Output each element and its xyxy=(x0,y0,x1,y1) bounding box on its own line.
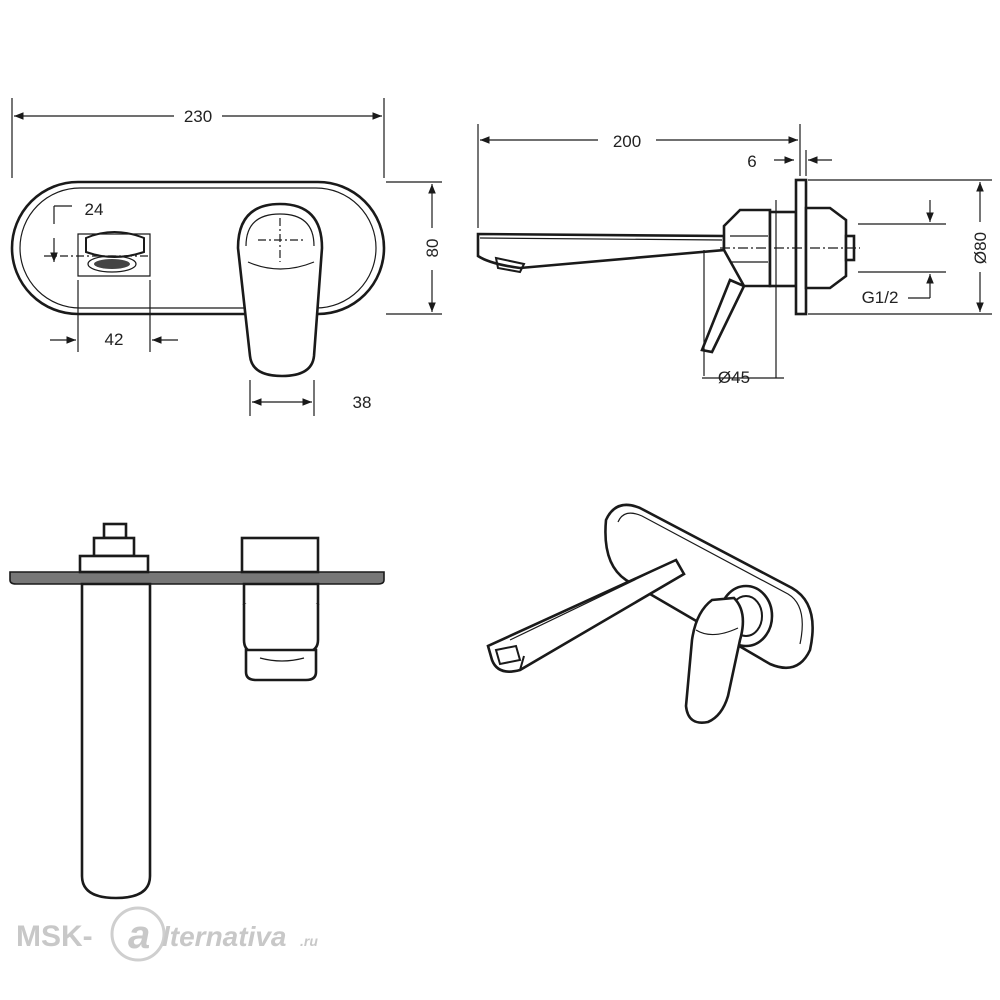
dim-front-width: 230 xyxy=(184,107,212,126)
side-spout xyxy=(476,232,726,274)
dim-spout-width: 42 xyxy=(105,330,124,349)
dim-spout-offset: 24 xyxy=(85,200,104,219)
top-handle xyxy=(240,536,320,682)
iso-handle xyxy=(684,584,774,724)
isometric-view xyxy=(486,503,814,724)
dim-side-thread: G1/2 xyxy=(862,288,899,307)
front-backplate-inner xyxy=(19,187,377,309)
side-lever xyxy=(700,278,746,354)
watermark-prefix: MSK- xyxy=(16,920,93,953)
iso-spout xyxy=(486,558,686,673)
dim-side-projection: 200 xyxy=(613,132,641,151)
watermark-suffix: lternativa xyxy=(162,921,287,952)
watermark-tld: .ru xyxy=(300,933,318,949)
top-valve-stem xyxy=(78,522,150,574)
side-view: 200 6 Ø80 G1/2 Ø45 xyxy=(476,124,992,387)
dim-side-diameter: Ø80 xyxy=(971,232,990,264)
svg-text:a: a xyxy=(128,913,150,957)
watermark-logo: MSK- a lternativa .ru xyxy=(16,906,318,962)
top-spout xyxy=(80,582,152,900)
dim-side-handle-diameter: Ø45 xyxy=(718,368,750,387)
side-wall-plate xyxy=(794,178,808,316)
front-view: 230 80 24 42 38 xyxy=(10,98,442,416)
front-spout-outlet xyxy=(77,231,151,277)
front-lever-handle xyxy=(236,202,324,378)
top-wall-plate xyxy=(9,571,385,585)
front-backplate xyxy=(10,180,386,316)
dim-handle-width: 38 xyxy=(353,393,372,412)
top-view xyxy=(9,522,385,900)
dim-front-height: 80 xyxy=(423,239,442,258)
dim-side-flange: 6 xyxy=(747,152,756,171)
